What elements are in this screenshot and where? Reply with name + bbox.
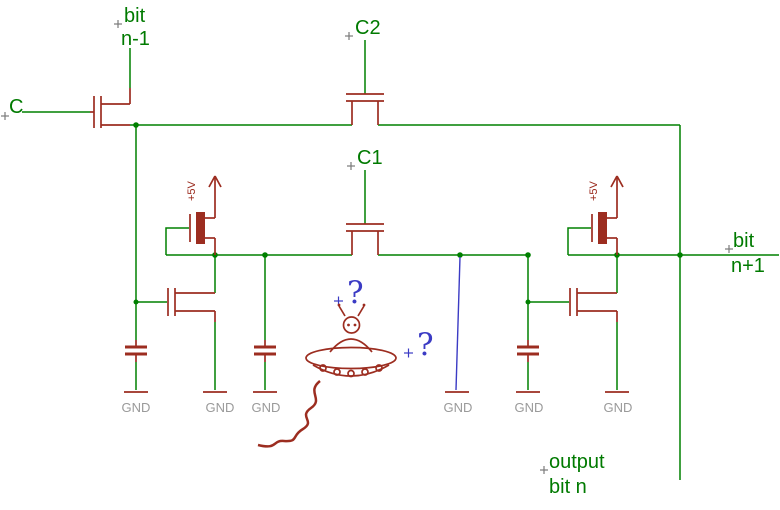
label-bit-n-1-line2: n-1 [121,28,150,50]
label-bit-n-plus-1[interactable]: bit n+1 [725,230,765,277]
gnd-symbol-6[interactable]: GND [604,391,633,415]
label-clock-c1[interactable]: C1 [347,147,383,170]
gnd-symbol-3[interactable]: GND [252,391,281,415]
gnd-label-6: GND [604,400,633,415]
pass-transistor-c[interactable] [90,88,131,128]
label-output-line2: bit n [549,476,587,498]
label-bit-n-1-line1: bit [124,5,146,27]
driver-transistor-right[interactable] [569,288,618,322]
label-clock-c2[interactable]: C2 [345,17,381,40]
supply-label-right: +5V [588,180,600,201]
gnd-symbol-1[interactable]: GND [122,391,151,415]
gnd-label-4: GND [444,400,473,415]
capacitor-3[interactable] [517,340,539,362]
load-transistor-right[interactable] [591,202,618,255]
label-bit-n-plus-1-line2: n+1 [731,255,765,277]
supply-symbol-right[interactable]: +5V [588,175,624,202]
gnd-label-2: GND [206,400,235,415]
label-clock-c1-text: C1 [357,147,383,169]
gnd-symbol-5[interactable]: GND [515,391,544,415]
label-output-bit-n[interactable]: output bit n [540,451,605,498]
capacitor-2[interactable] [254,340,276,362]
question-mark-2-text: ? [417,327,434,363]
question-mark-1-text: ? [347,275,364,311]
supply-label-left: +5V [186,180,198,201]
label-clock-c[interactable]: C [1,96,23,120]
gnd-symbol-2[interactable]: GND [203,391,235,415]
ufo-alien-doodle[interactable] [257,303,397,448]
gnd-label-5: GND [515,400,544,415]
wire-load1-gate[interactable] [165,227,189,255]
net-wires[interactable] [22,40,779,480]
gnd-label-3: GND [252,400,281,415]
driver-transistor-left[interactable] [167,288,216,322]
doodle-squiggle-tail [257,380,321,448]
supply-symbol-left[interactable]: +5V [186,175,222,202]
pass-transistor-c2[interactable] [346,93,384,125]
unknown-blue-wire[interactable] [455,256,461,391]
load-transistor-left[interactable] [189,202,216,255]
gnd-label-1: GND [122,400,151,415]
label-clock-c-text: C [9,96,23,118]
pass-transistor-c1[interactable] [346,223,384,255]
label-clock-c2-text: C2 [355,17,381,39]
wire-load2-gate[interactable] [567,227,591,255]
label-bit-n-plus-1-line1: bit [733,230,755,252]
capacitor-1[interactable] [125,340,147,362]
gnd-symbol-4[interactable]: GND [444,391,473,415]
label-output-line1: output [549,451,605,473]
question-mark-2[interactable]: ? [404,327,434,363]
label-bit-n-1[interactable]: bit n-1 [114,5,150,50]
